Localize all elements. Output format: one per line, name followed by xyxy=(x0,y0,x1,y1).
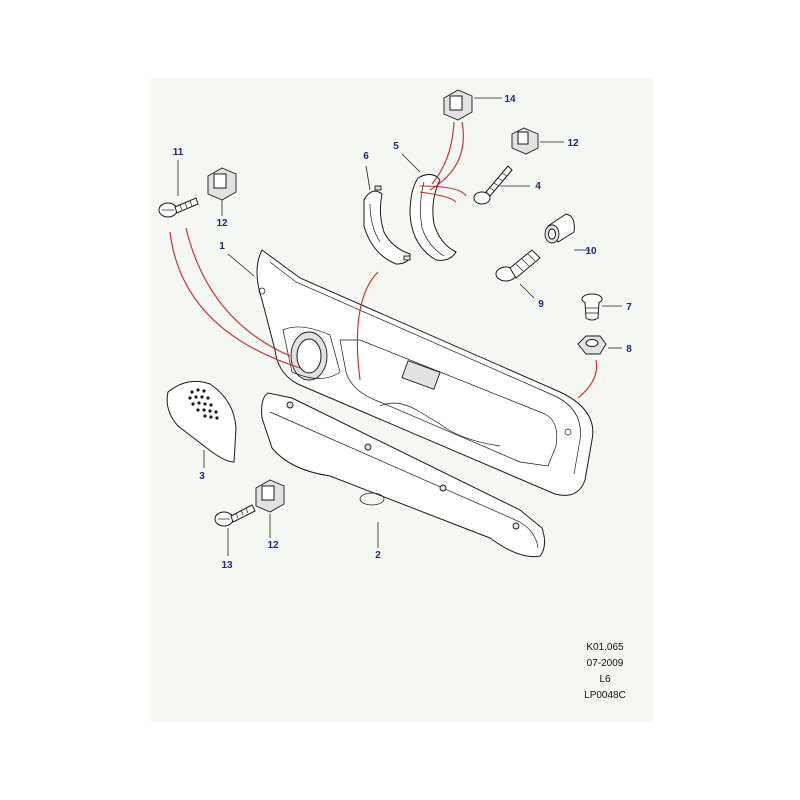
nut-clip-part-12-lower xyxy=(255,479,285,513)
callout-1: 1 xyxy=(219,241,225,252)
callout-8: 8 xyxy=(626,344,632,355)
nut-clip-part-12-upper-left xyxy=(207,167,237,201)
callout-9: 9 xyxy=(538,299,544,310)
lower-trim-part-2 xyxy=(261,392,546,558)
callout-leaders xyxy=(177,97,622,556)
grab-handle-part-5 xyxy=(409,174,457,261)
reference-code: K01.065 xyxy=(586,642,624,653)
screw-part-11 xyxy=(158,197,199,218)
fastener-part-7 xyxy=(581,293,603,321)
callout-10: 10 xyxy=(585,246,597,257)
callout-2: 2 xyxy=(375,550,381,561)
assembly-leader-lines xyxy=(169,121,598,399)
door-panel-part-1 xyxy=(256,249,594,496)
clip-part-14 xyxy=(443,89,473,121)
callout-12-upper-right: 12 xyxy=(567,138,579,149)
reference-model: L6 xyxy=(599,674,611,685)
callout-12-lower: 12 xyxy=(267,540,279,551)
screw-part-4 xyxy=(473,165,513,205)
callout-12-upper-left: 12 xyxy=(216,218,228,229)
push-clip-part-9 xyxy=(495,249,541,282)
reference-block: K01.065 07-2009 L6 LP0048C xyxy=(560,640,650,704)
callout-3: 3 xyxy=(199,471,205,482)
callout-5: 5 xyxy=(393,141,399,152)
handle-cover-part-6 xyxy=(363,185,411,265)
speaker-grille-part-3 xyxy=(166,380,237,463)
nut-clip-part-12-upper-right xyxy=(511,127,539,155)
callout-14: 14 xyxy=(504,94,516,105)
callout-13: 13 xyxy=(221,560,233,571)
grommet-part-10 xyxy=(544,213,575,244)
reference-illustration-id: LP0048C xyxy=(584,690,626,701)
callout-7: 7 xyxy=(626,302,632,313)
callout-4: 4 xyxy=(535,181,541,192)
reference-date: 07-2009 xyxy=(586,658,624,669)
callout-6: 6 xyxy=(363,151,369,162)
clip-part-8 xyxy=(577,335,607,355)
screw-part-13 xyxy=(214,504,256,527)
callout-11: 11 xyxy=(173,147,184,158)
